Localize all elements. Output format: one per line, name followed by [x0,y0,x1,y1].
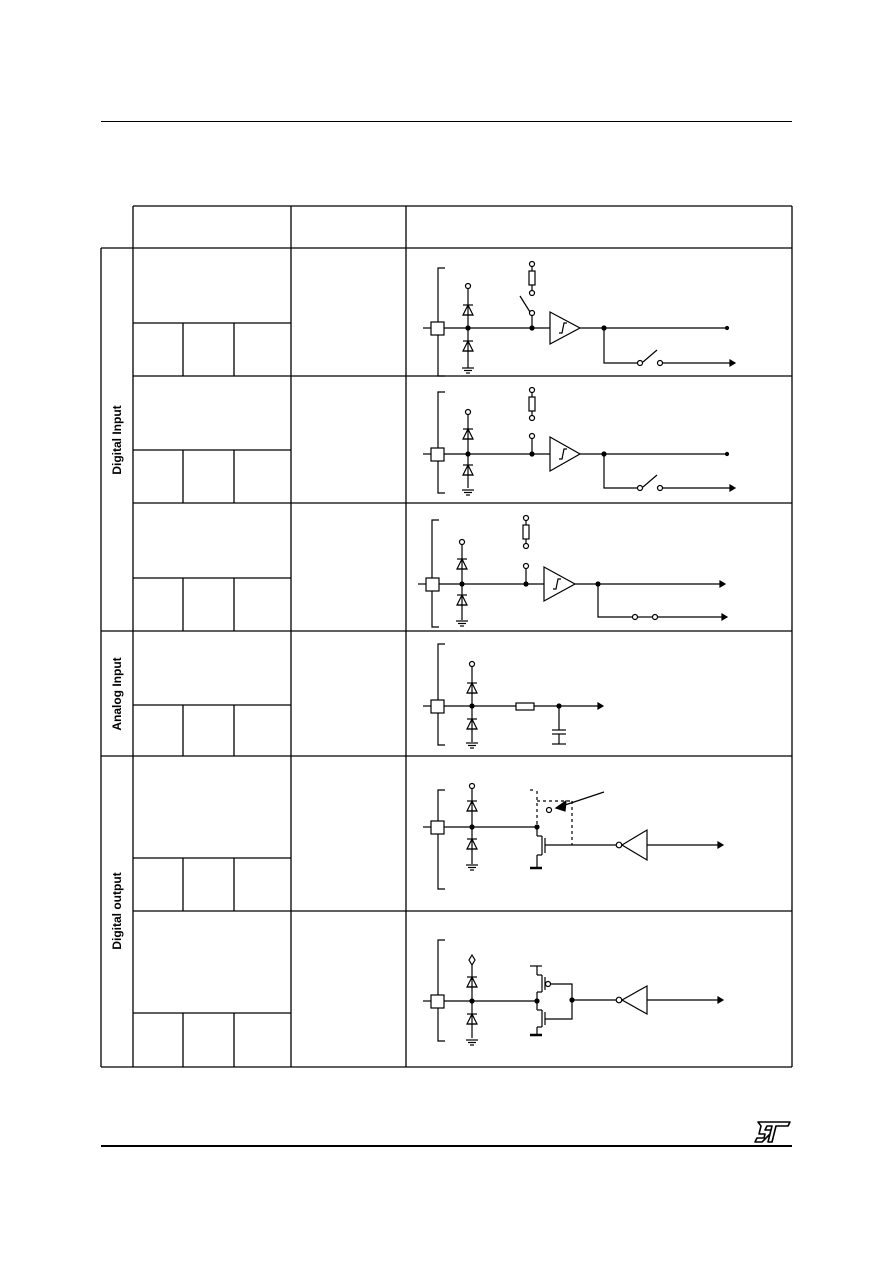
rc-filter-icon [515,701,605,745]
output-inverter-icon [615,828,648,862]
st-logo-icon [754,1121,791,1143]
header-rule [101,121,792,122]
digital-input-schematic-3 [418,514,729,628]
table-grid [100,205,793,1068]
digital-output-schematic-2 [423,939,725,1046]
category-label-digital-input: Digital Input [110,405,124,475]
category-label-analog-input: Analog Input [110,657,124,731]
analog-input-schematic [423,643,605,749]
footer-rule [101,1145,792,1147]
digital-input-schematic-1 [423,260,737,377]
digital-output-schematic-1 [423,782,725,890]
digital-input-schematic-2 [423,386,737,496]
mos-transistor-icon [530,827,546,870]
category-label-digital-output: Digital output [110,872,124,950]
schmitt-trigger-icon [549,311,582,345]
sub-cells [133,322,291,1067]
pull-up-resistor-icon [528,270,536,286]
